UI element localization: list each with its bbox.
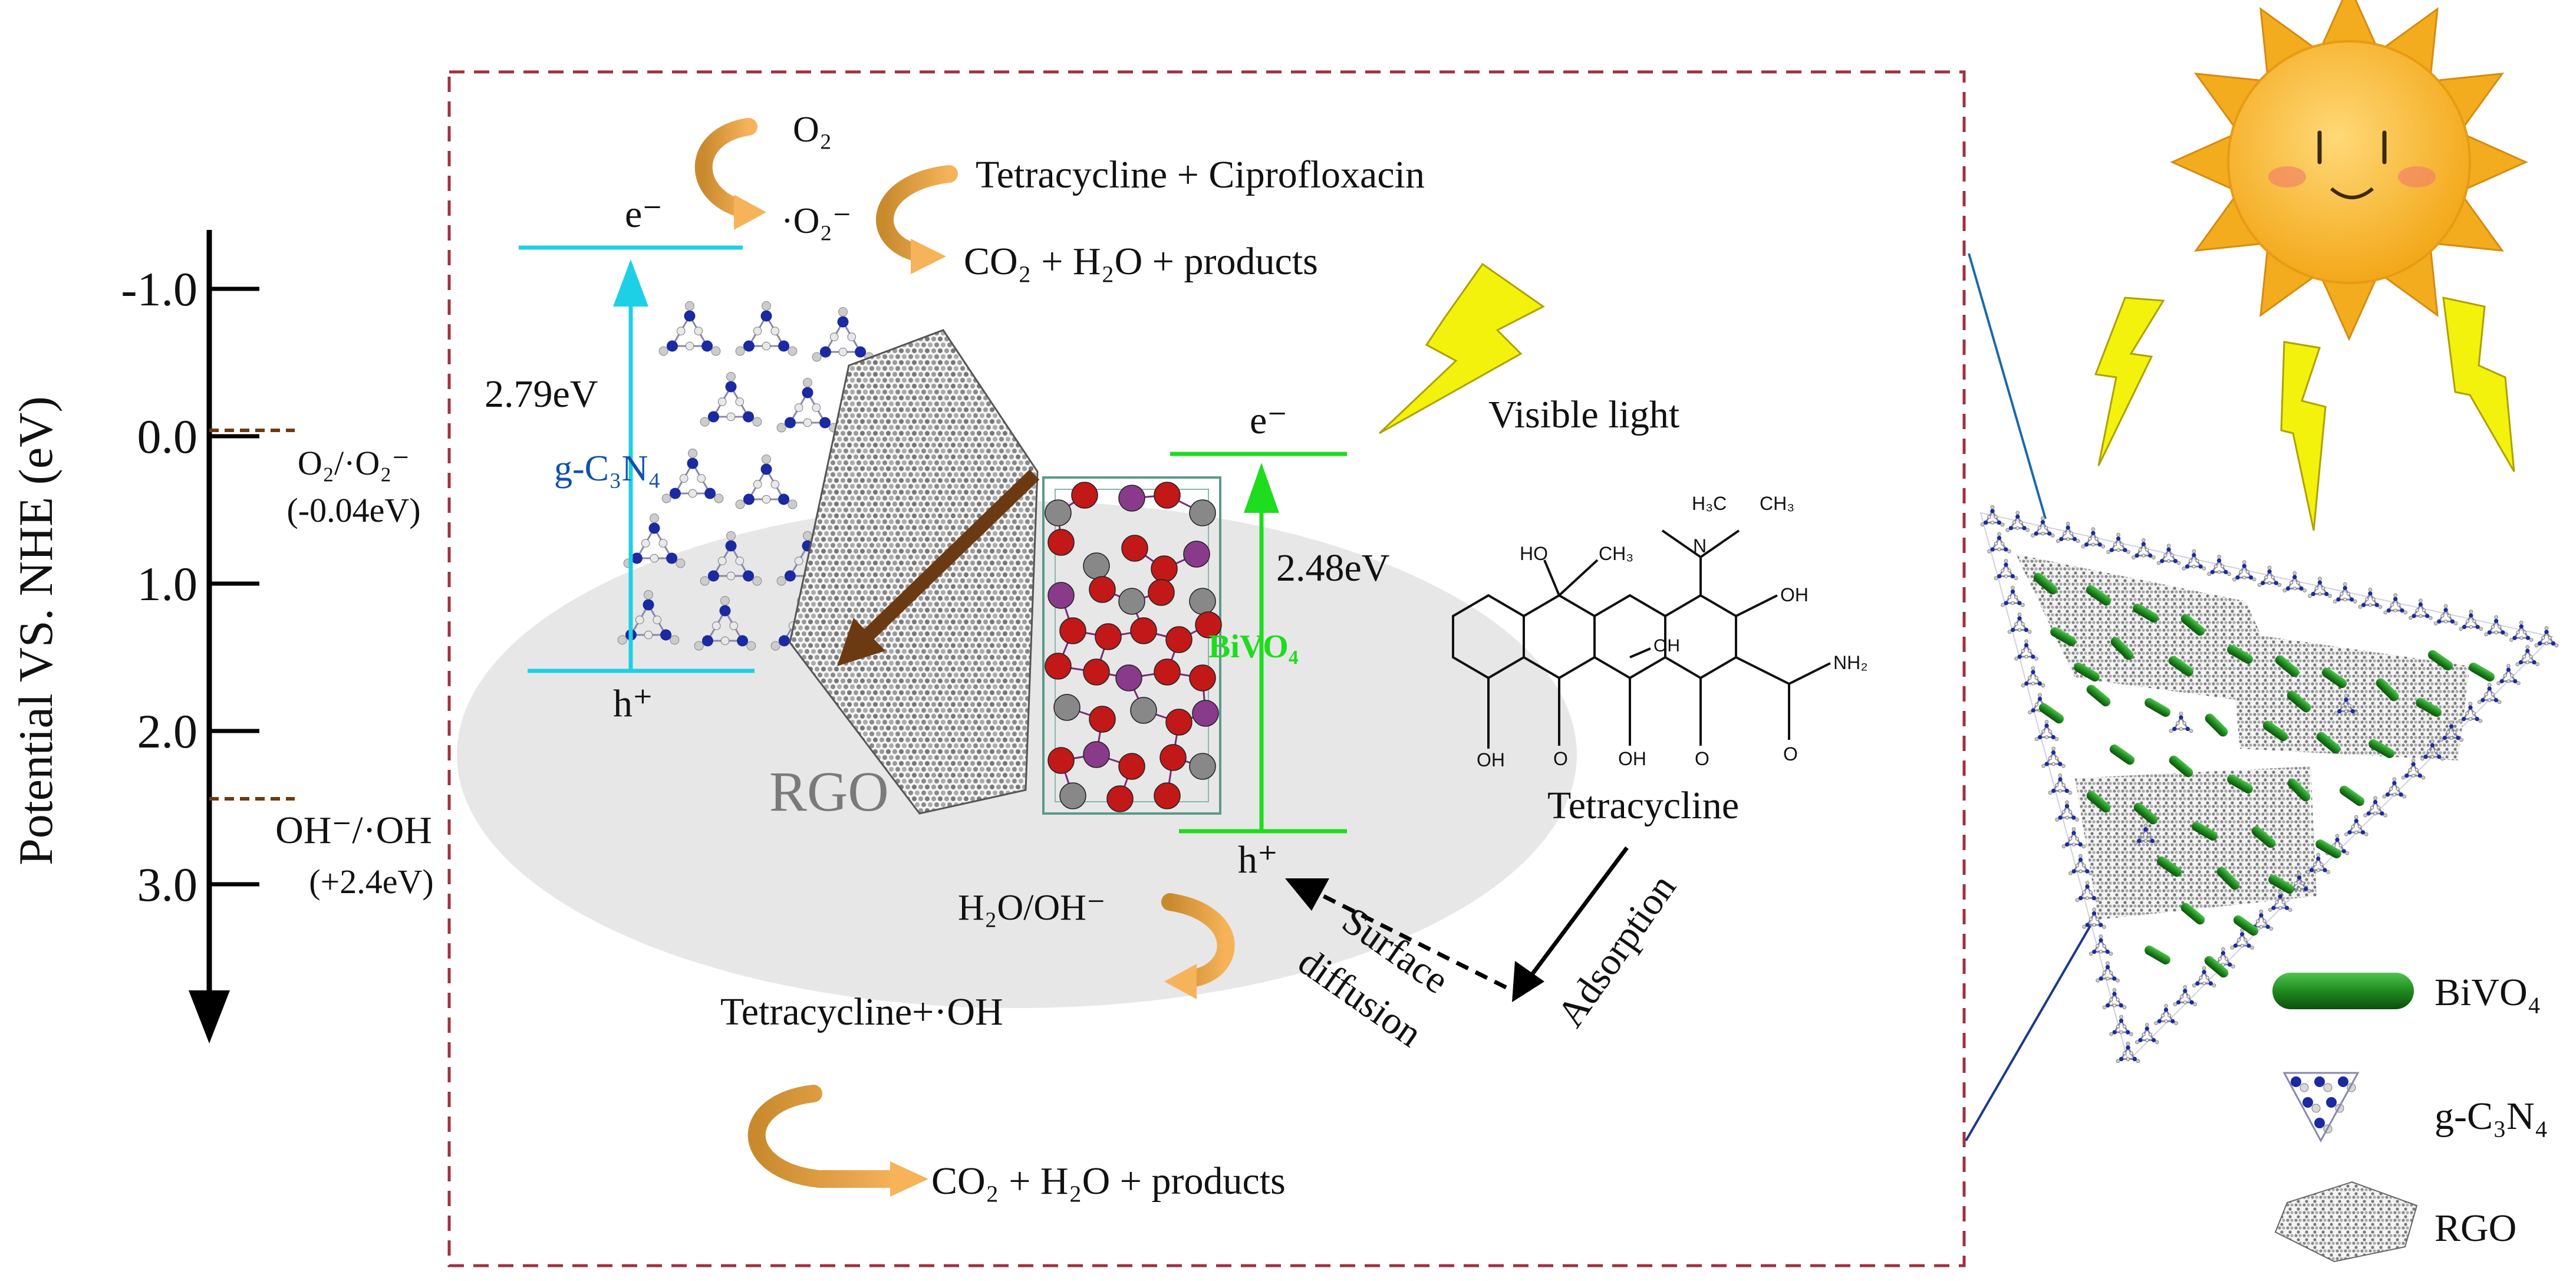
curved-arrow-water [1161, 893, 1235, 987]
graphene-sheet [789, 329, 1039, 815]
oh-couple-value: (+2.4eV) [309, 862, 433, 901]
tick-label: 0.0 [137, 410, 198, 463]
bivo4-hole-label: h⁺ [1238, 838, 1278, 881]
visible-light-bolt [1378, 262, 1545, 434]
mol-oh-top: HO [1520, 543, 1548, 564]
mol-o-1: O [1553, 748, 1568, 769]
legend-rgo-swatch [2274, 1181, 2418, 1263]
superoxide-label: ·O₂⁻ [781, 201, 852, 241]
zoom-connector-top [1968, 253, 2047, 519]
tetracycline-labels: HO CH₃ H₃C N CH₃ OH OH NH₂ OH O OH O O [1477, 493, 1868, 770]
mol-oh-bottom-left: OH [1477, 749, 1505, 770]
tick-label: 3.0 [137, 858, 198, 911]
legend-gcn-label: g-C₃N₄ [2435, 1095, 2548, 1138]
zoom-connector-bottom [1965, 916, 2097, 1142]
legend-bivo4-swatch [2272, 973, 2414, 1009]
tick-label: 2.0 [137, 704, 198, 758]
tc-oh-label: Tetracycline+·OH [720, 990, 1003, 1033]
visible-light-label: Visible light [1488, 393, 1679, 436]
legend-rgo-label: RGO [2435, 1207, 2516, 1250]
potential-axis: Potential VS. NHE (eV) -1.0 0.0 1.0 2.0 … [9, 230, 434, 1043]
gcn-gap-label: 2.79eV [485, 373, 598, 416]
gcn-hole-label: h⁺ [613, 682, 653, 725]
mol-oh-mid: OH [1653, 636, 1680, 656]
sun-icon [2170, 0, 2528, 341]
mechanism-frame [447, 70, 1966, 1267]
tetracycline-name: Tetracycline [1547, 784, 1739, 827]
gcn-electron-label: e⁻ [625, 193, 663, 236]
bivo4-band-structure: e⁻ h⁺ 2.48eV BiVO₄ [1170, 399, 1389, 881]
mol-o-2: O [1695, 748, 1709, 769]
legend-gcn-swatch [2282, 1072, 2360, 1143]
pollutants-label: Tetracycline + Ciprofloxacin [976, 153, 1425, 196]
axis-title: Potential VS. NHE (eV) [9, 396, 62, 865]
bivo4-electron-label: e⁻ [1250, 399, 1287, 442]
adsorption-arrow [1512, 846, 1629, 1002]
lightning-bolt-icon [2442, 297, 2515, 472]
products-top-label: CO₂ + H₂O + products [964, 240, 1318, 283]
oxidation-reactions: H₂O/OH⁻ Tetracycline+·OH CO₂ + H₂O + pro… [720, 888, 1286, 1203]
tick-label: -1.0 [121, 262, 197, 316]
oh-couple-label: OH⁻/·OH [275, 809, 432, 852]
o2-couple-label: O₂/·O₂⁻ [298, 444, 410, 482]
gcn-sheet-illustration [617, 301, 874, 651]
rgo-label: RGO [769, 760, 889, 823]
electron-transfer-arrow [837, 469, 1040, 666]
bivo4-gap-label: 2.48eV [1276, 546, 1389, 590]
curved-arrow-pollutant [876, 165, 958, 262]
mol-ch3-top: CH₃ [1599, 543, 1633, 564]
o2-couple-value: (-0.04eV) [286, 491, 420, 529]
lightning-bolt-icon [2094, 297, 2165, 466]
axis-arrowhead [189, 990, 230, 1043]
surface-diffusion-arrow [1285, 878, 1507, 990]
curved-arrow-o2 [694, 118, 757, 218]
mol-oh-bottom-mid: OH [1618, 748, 1646, 769]
composite-illustration [1979, 505, 2559, 1063]
bivo4-name-label: BiVO₄ [1208, 628, 1299, 665]
water-label: H₂O/OH⁻ [958, 888, 1106, 928]
legend-bivo4-label: BiVO₄ [2435, 971, 2541, 1014]
legend: BiVO₄ g-C₃N₄ RGO [2272, 971, 2548, 1263]
mol-ch3-right: CH₃ [1760, 493, 1794, 514]
mol-h3c: H₃C [1692, 493, 1727, 514]
products-bottom-label: CO₂ + H₂O + products [931, 1160, 1286, 1203]
mol-oh-right: OH [1780, 584, 1809, 605]
tick-label: 1.0 [137, 557, 198, 611]
gcn-name-label: g-C₃N₄ [554, 449, 661, 489]
bivo4-crystal [1042, 476, 1222, 815]
mol-nh2: NH₂ [1833, 652, 1868, 673]
adsorption-label: Adsorption [1549, 867, 1684, 1035]
mol-n: N [1693, 535, 1707, 556]
curved-arrow-products [747, 1085, 908, 1188]
mol-o-3: O [1783, 743, 1798, 765]
lightning-bolt-icon [2280, 341, 2327, 531]
gcn-band-structure: e⁻ h⁺ 2.79eV g-C₃N₄ [485, 193, 755, 725]
tetracycline-structure [1452, 529, 1831, 749]
o2-label: O₂ [793, 110, 832, 150]
reduction-reactions: O₂ ·O₂⁻ Tetracycline + Ciprofloxacin CO₂… [694, 110, 1425, 283]
